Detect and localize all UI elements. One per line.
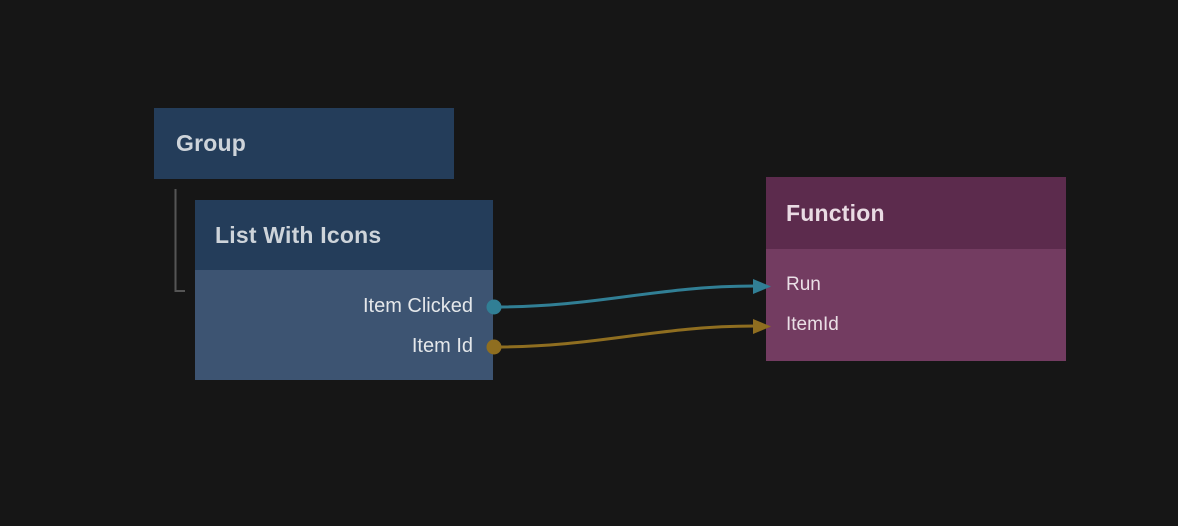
node-function-body: Run ItemId: [766, 249, 1066, 361]
node-list-with-icons-body: Item Clicked Item Id: [195, 270, 493, 380]
node-list-with-icons-header[interactable]: List With Icons: [195, 200, 493, 270]
output-port-label: Item Clicked: [362, 294, 473, 317]
node-group[interactable]: Group: [154, 108, 454, 179]
group-child-connector: [174, 189, 185, 292]
wire-item-id-to-itemid[interactable]: [493, 324, 756, 349]
input-port-label: Run: [786, 274, 821, 295]
input-port-itemid[interactable]: ItemId: [766, 305, 1066, 345]
output-port-item-clicked[interactable]: Item Clicked: [195, 286, 493, 326]
node-function-header[interactable]: Function: [766, 177, 1066, 249]
node-list-with-icons[interactable]: List With Icons Item Clicked Item Id: [195, 200, 493, 380]
input-port-run[interactable]: Run: [766, 265, 1066, 305]
wire-item-clicked-to-run[interactable]: [493, 284, 756, 309]
output-port-item-id[interactable]: Item Id: [195, 326, 493, 366]
node-group-header[interactable]: Group: [154, 108, 454, 179]
node-group-title: Group: [176, 130, 246, 156]
input-port-label: ItemId: [786, 314, 839, 335]
node-function-title: Function: [786, 199, 885, 226]
output-port-label: Item Id: [411, 334, 473, 357]
node-list-with-icons-title: List With Icons: [215, 221, 382, 248]
node-function[interactable]: Function Run ItemId: [766, 177, 1066, 361]
